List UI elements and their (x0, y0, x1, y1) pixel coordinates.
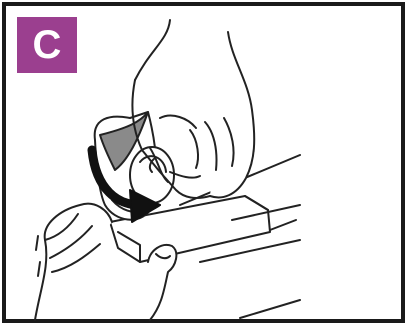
dispenser-base (109, 154, 301, 319)
rotate-arrow-icon (87, 145, 161, 223)
upper-hand-illustration (131, 19, 256, 199)
lower-hand-illustration (34, 202, 178, 321)
step-label: C (32, 23, 62, 67)
panel-border (2, 2, 405, 323)
step-badge: C (17, 17, 77, 73)
